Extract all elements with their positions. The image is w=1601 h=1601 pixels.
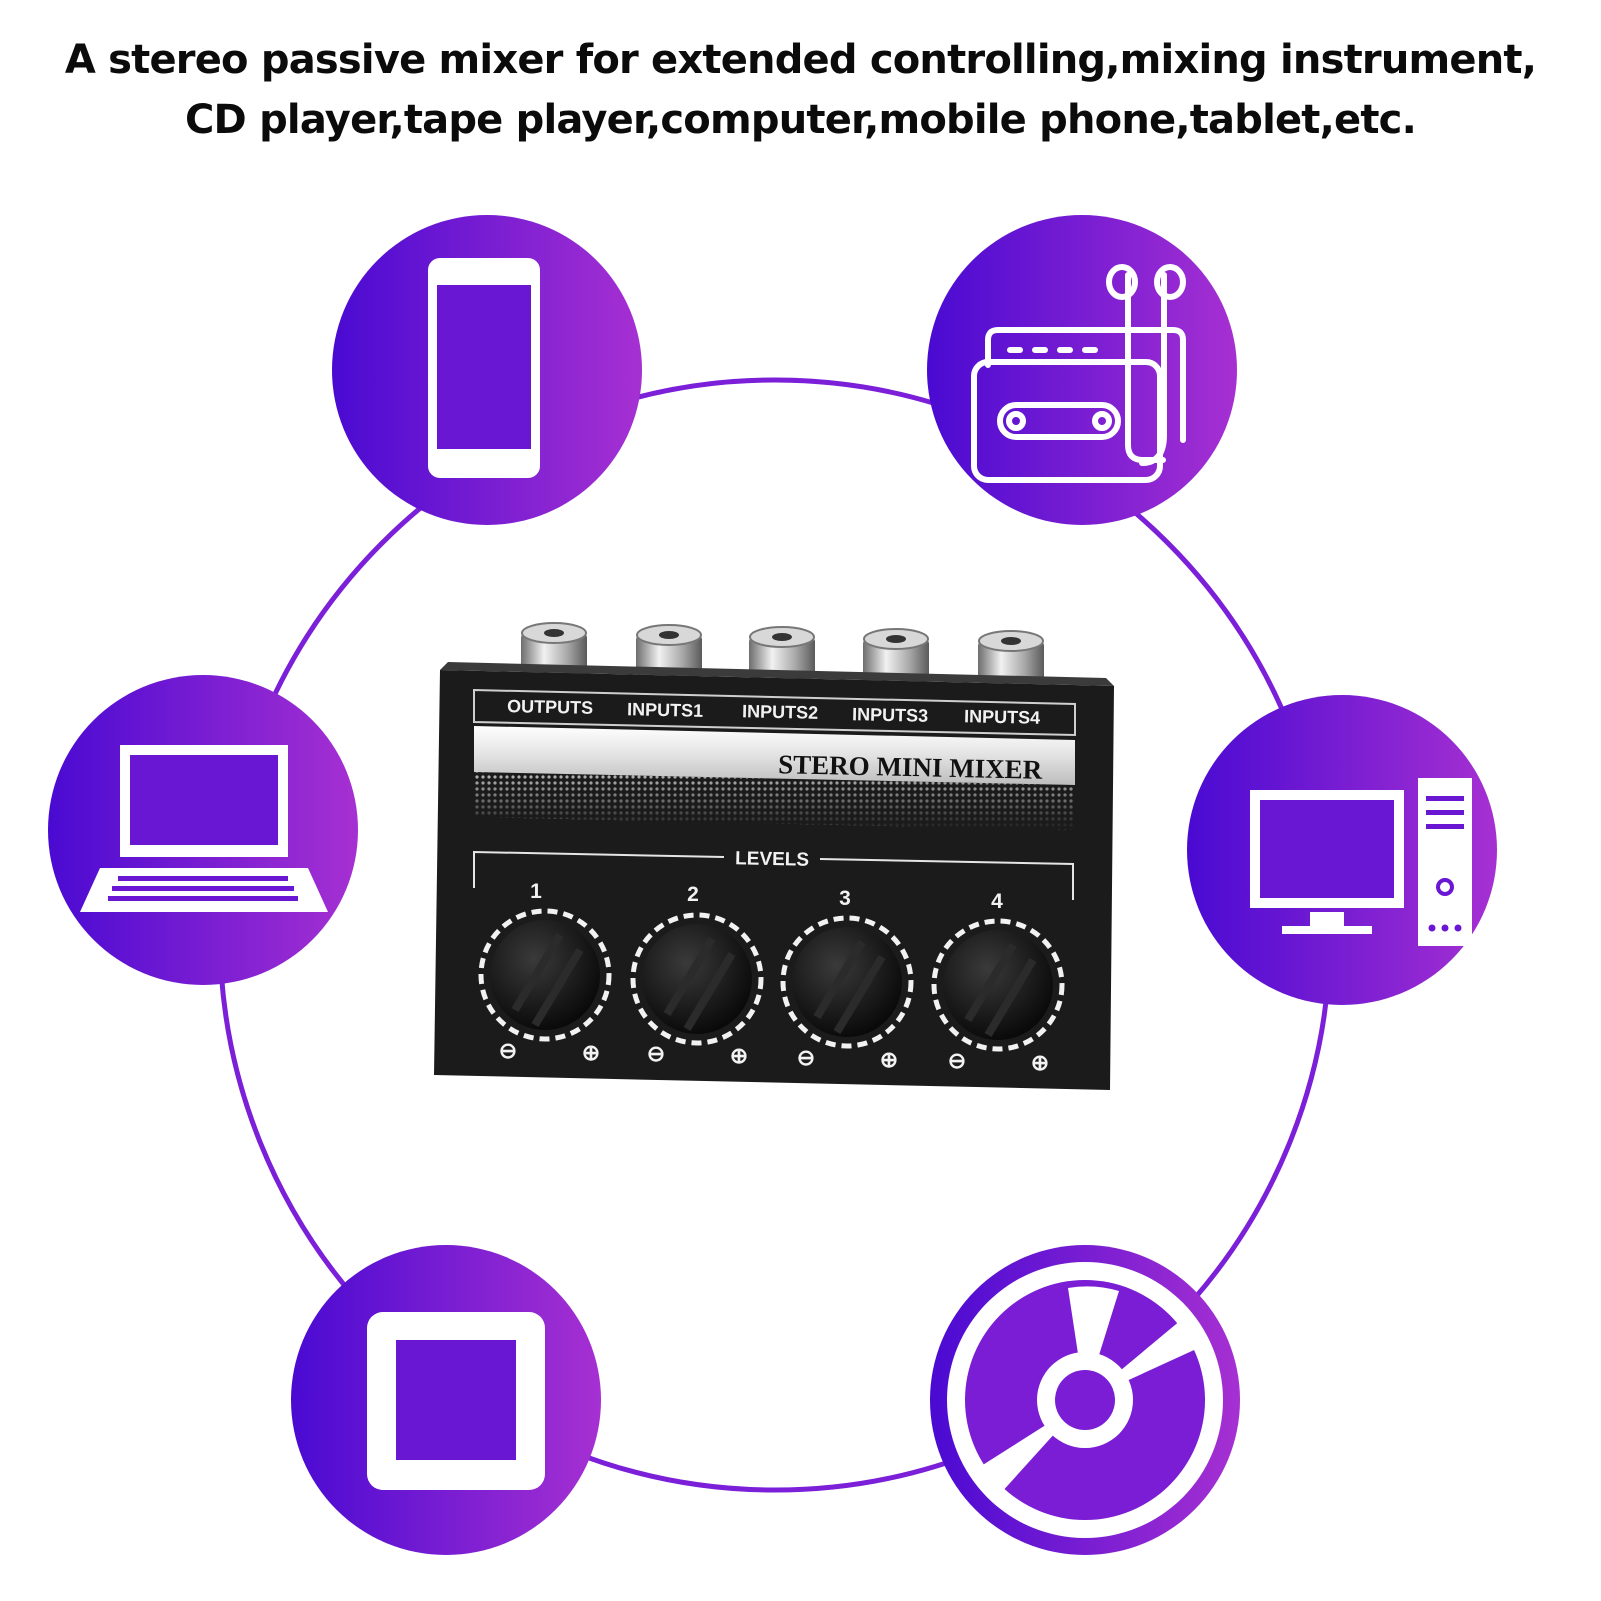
knob-3-minus: ⊖ (797, 1045, 815, 1070)
jack-label-frame (473, 688, 1076, 737)
jack-label-inputs3: INPUTS3 (852, 704, 928, 726)
cassette-player-circle (927, 215, 1237, 525)
knob-3-plus: ⊕ (880, 1047, 898, 1072)
cd-disc-circle (930, 1245, 1240, 1555)
jack-label-inputs2: INPUTS2 (742, 701, 818, 723)
knob-number-2: 2 (687, 883, 699, 906)
knob-number-1: 1 (530, 880, 542, 903)
rca-jack-inputs4 (978, 630, 1044, 684)
jack-label-outputs: OUTPUTS (507, 696, 593, 718)
desktop-computer-icon (1250, 778, 1472, 946)
level-knob-4[interactable]: 4 ⊖ ⊕ (931, 890, 1065, 1075)
stereo-mini-mixer: OUTPUTS INPUTS1 INPUTS2 INPUTS3 INPUTS4 … (434, 622, 1114, 1090)
jack-label-inputs4: INPUTS4 (964, 706, 1040, 728)
levels-label: LEVELS (735, 848, 809, 871)
cd-disc-icon (947, 1262, 1223, 1538)
knob-number-4: 4 (991, 890, 1003, 913)
level-knob-3[interactable]: 3 ⊖ ⊕ (780, 887, 914, 1072)
headline: A stereo passive mixer for extended cont… (0, 30, 1601, 150)
laptop-icon (80, 745, 328, 912)
laptop-circle (48, 675, 358, 985)
level-knob-2[interactable]: 2 ⊖ ⊕ (630, 883, 764, 1068)
knob-number-3: 3 (839, 887, 851, 910)
rca-jack-inputs2 (749, 626, 815, 680)
knob-4-minus: ⊖ (948, 1048, 966, 1073)
rca-jack-inputs3 (863, 628, 929, 682)
mobile-phone-circle (332, 215, 642, 525)
levels-bracket (473, 850, 1074, 900)
knob-2-minus: ⊖ (647, 1041, 665, 1066)
level-knob-1[interactable]: 1 ⊖ ⊕ (478, 880, 612, 1065)
brand-strip (474, 726, 1075, 785)
mixer-top-edge (440, 662, 1114, 686)
dot-fade (474, 772, 1075, 830)
headline-line-2: CD player,tape player,computer,mobile ph… (185, 97, 1417, 143)
tablet-circle (291, 1245, 601, 1555)
headline-line-1: A stereo passive mixer for extended cont… (64, 37, 1537, 83)
knob-1-minus: ⊖ (499, 1038, 517, 1063)
jack-label-inputs1: INPUTS1 (627, 699, 703, 721)
jack-labels: OUTPUTS INPUTS1 INPUTS2 INPUTS3 INPUTS4 (507, 696, 1040, 728)
brand-label: STERO MINI MIXER (778, 749, 1043, 785)
knob-2-plus: ⊕ (730, 1043, 748, 1068)
knob-1-plus: ⊕ (582, 1040, 600, 1065)
mobile-phone-icon (428, 258, 540, 478)
tablet-icon (367, 1312, 545, 1490)
desktop-computer-circle (1187, 695, 1497, 1005)
knob-4-plus: ⊕ (1031, 1050, 1049, 1075)
cassette-player-icon (971, 264, 1186, 483)
